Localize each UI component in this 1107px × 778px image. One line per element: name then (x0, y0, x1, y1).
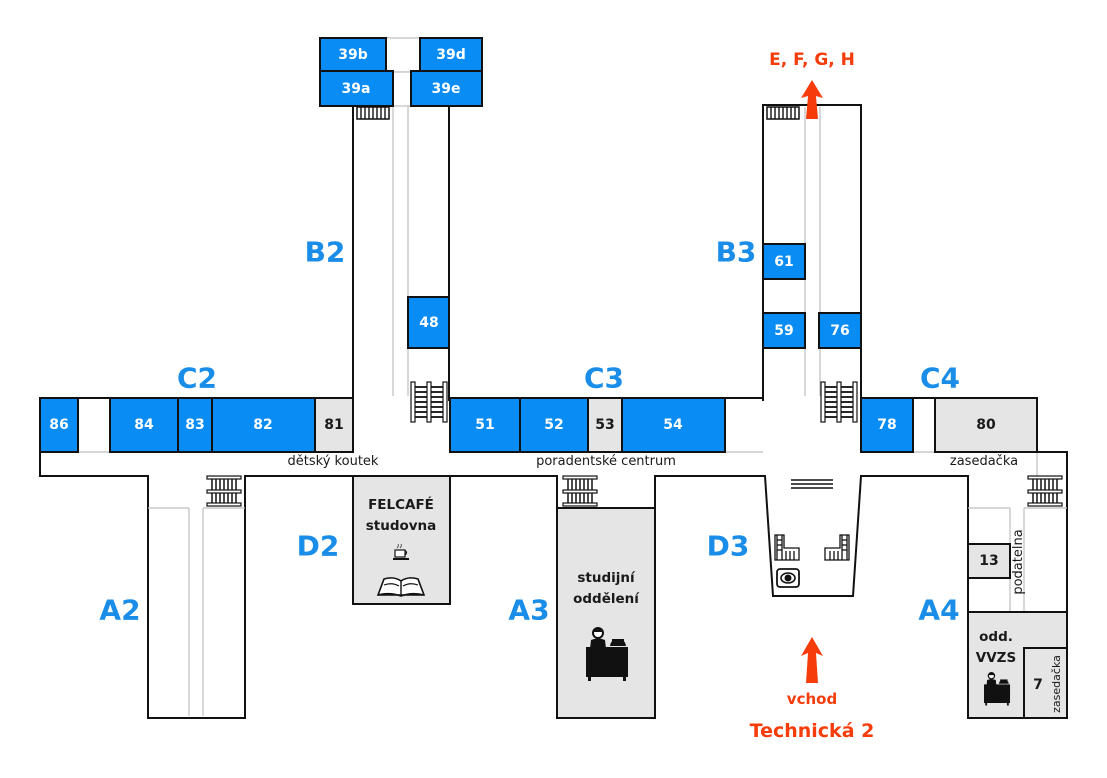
room-81-label: 81 (324, 417, 343, 433)
room-54-label: 54 (663, 417, 683, 433)
coffee-cup-icon (393, 543, 409, 560)
main-corridor (39, 397, 1068, 719)
room-48[interactable] (407, 296, 450, 349)
poradentske-centrum-label: poradentské centrum (536, 454, 676, 469)
room-39a-label: 39a (342, 81, 371, 97)
room-86-label: 86 (49, 417, 68, 433)
podatelna-label: podatelna (1011, 529, 1026, 594)
turnstile-left-icon (774, 534, 800, 561)
zasedacka-c4-label: zasedačka (950, 454, 1018, 469)
room-76-label: 76 (830, 323, 849, 339)
vvzs-label: VVZS (976, 650, 1016, 666)
wing-label-a3: A3 (508, 594, 549, 627)
room-53-label: 53 (595, 417, 614, 433)
room-52-label: 52 (544, 417, 563, 433)
room-51[interactable] (449, 397, 521, 453)
room-39d[interactable] (419, 37, 483, 73)
room-studijni-oddeleni[interactable] (556, 507, 656, 719)
stairs-b3-icon (820, 381, 858, 423)
wing-label-c4: C4 (920, 362, 960, 395)
wing-label-b2: B2 (305, 236, 346, 269)
room-52[interactable] (519, 397, 589, 453)
wing-b2-corridor (352, 99, 450, 401)
room-39e-label: 39e (432, 81, 461, 97)
odd-label: odd. (979, 629, 1013, 645)
room-84[interactable] (109, 397, 179, 453)
wing-label-d2: D2 (297, 530, 340, 563)
room-84-label: 84 (134, 417, 154, 433)
entrance-label: vchod (787, 690, 837, 708)
zasedacka-a4-label: zasedačka (1050, 655, 1063, 713)
room-61-label: 61 (774, 254, 793, 270)
room-39a[interactable] (319, 70, 394, 107)
room-61[interactable] (762, 243, 806, 280)
stairs-a3-icon (562, 475, 598, 507)
wing-label-c3: C3 (584, 362, 624, 395)
room-80-label: 80 (976, 417, 996, 433)
wing-label-b3: B3 (716, 236, 757, 269)
stairs-a2-icon (206, 475, 242, 507)
room-82[interactable] (211, 397, 316, 453)
room-7-label: 7 (1033, 677, 1043, 693)
room-76[interactable] (818, 312, 862, 349)
stairs-a4-icon (1027, 475, 1063, 507)
turnstile-right-icon (824, 534, 850, 561)
room-48-label: 48 (419, 315, 438, 331)
room-53[interactable] (587, 397, 623, 453)
room-39b-label: 39b (338, 47, 368, 63)
detsky-koutek-label: dětský koutek (288, 454, 379, 469)
camera-eye-icon (776, 568, 800, 588)
studijni-label: studijní (577, 570, 636, 586)
room-54[interactable] (621, 397, 726, 453)
wing-label-a2: A2 (99, 594, 140, 627)
room-59[interactable] (762, 312, 806, 349)
room-39e[interactable] (410, 70, 483, 107)
stairs-39a-icon (356, 106, 390, 120)
open-book-icon (376, 577, 426, 597)
room-13[interactable] (967, 543, 1011, 579)
room-78-label: 78 (877, 417, 896, 433)
north-arrow-icon (801, 80, 823, 119)
room-7[interactable] (1023, 647, 1068, 719)
room-13-label: 13 (979, 553, 998, 569)
room-82-label: 82 (253, 417, 272, 433)
street-address-label: Technická 2 (750, 720, 875, 742)
room-81[interactable] (314, 397, 354, 453)
doormat-icon (791, 479, 833, 489)
room-80[interactable] (934, 397, 1038, 453)
felcafe-label: FELCAFÉ (368, 496, 434, 513)
wing-label-a4: A4 (918, 594, 959, 627)
wing-label-c2: C2 (177, 362, 217, 395)
room-39d-label: 39d (436, 47, 466, 63)
room-59-label: 59 (774, 323, 793, 339)
entrance-arrow-icon (801, 637, 823, 683)
room-78[interactable] (860, 397, 914, 453)
stairs-b3-top-icon (766, 106, 800, 120)
studovna-label: studovna (366, 518, 437, 534)
stairs-b2-icon (410, 381, 448, 423)
room-83-label: 83 (185, 417, 204, 433)
room-83[interactable] (177, 397, 213, 453)
room-51-label: 51 (475, 417, 494, 433)
room-39b[interactable] (319, 37, 387, 73)
room-86[interactable] (39, 397, 79, 453)
oddeleni-label: oddělení (573, 591, 640, 607)
wing-label-d3: D3 (707, 530, 750, 563)
north-exit-label: E, F, G, H (769, 50, 855, 70)
